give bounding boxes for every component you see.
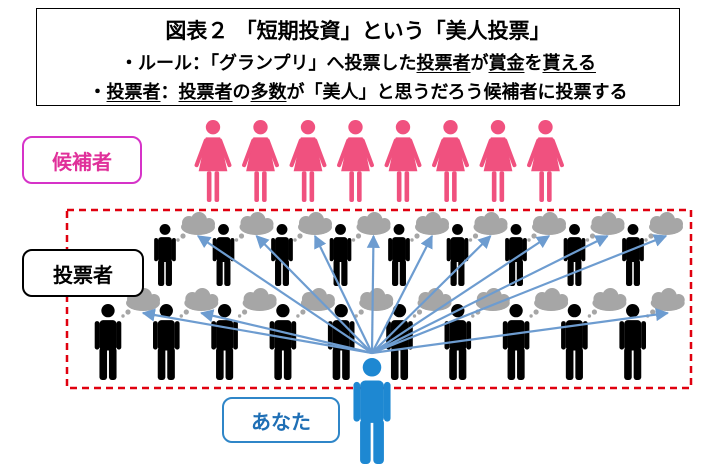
vote-arrow-10 bbox=[141, 308, 373, 355]
voter-bottom-8-person-icon bbox=[502, 304, 530, 380]
vote-arrow-5 bbox=[371, 234, 433, 354]
voter-rule-line: ・投票者：投票者の多数が「美人」と思うだろう候補者に投票する bbox=[88, 82, 628, 103]
voter-bottom-4-person-icon bbox=[269, 304, 297, 380]
voter-bottom-2-person-icon bbox=[153, 304, 180, 380]
vote-arrow-12 bbox=[371, 308, 670, 355]
candidate-1-female-person-icon bbox=[194, 120, 232, 202]
voter-bottom-10-thought-cloud-icon bbox=[646, 288, 685, 318]
voter-top-9-thought-cloud-icon bbox=[644, 212, 683, 242]
candidate-6-female-person-icon bbox=[432, 120, 469, 202]
vote-arrow-6 bbox=[371, 235, 492, 354]
voter-bottom-5-person-icon bbox=[327, 304, 355, 380]
voter-top-4-person-icon bbox=[329, 224, 352, 286]
vote-arrow-2 bbox=[255, 235, 373, 354]
voter-bottom-1-person-icon bbox=[94, 304, 122, 380]
voter-top-7-thought-cloud-icon bbox=[527, 212, 566, 242]
voter-top-4-thought-cloud-icon bbox=[351, 212, 391, 242]
vote-arrow-9 bbox=[371, 234, 668, 355]
candidate-7-female-person-icon bbox=[479, 120, 517, 202]
vote-arrow-1 bbox=[196, 235, 373, 354]
voter-bottom-2-thought-cloud-icon bbox=[179, 288, 219, 318]
you-group bbox=[353, 358, 391, 464]
voter-bottom-4-thought-cloud-icon bbox=[296, 288, 335, 318]
voter-top-2-thought-cloud-icon bbox=[234, 212, 274, 242]
voter-bottom-9-thought-cloud-icon bbox=[587, 288, 627, 318]
vote-arrow-11 bbox=[200, 309, 373, 355]
chart-title: 図表２ 「短期投資」という「美人投票」 bbox=[165, 19, 551, 43]
rule-line: ・ルール：「グランプリ」へ投票した投票者が賞金を貰える bbox=[120, 53, 596, 74]
voter-top-1-thought-cloud-icon bbox=[176, 212, 215, 242]
voter-bottom-7-thought-cloud-icon bbox=[471, 288, 510, 318]
voter-top-5-person-icon bbox=[388, 224, 410, 286]
candidate-4-female-person-icon bbox=[337, 120, 374, 202]
voter-bottom-3-thought-cloud-icon bbox=[237, 288, 277, 318]
candidate-2-female-person-icon bbox=[242, 120, 279, 202]
candidate-5-female-person-icon bbox=[384, 120, 422, 202]
candidates-group bbox=[194, 120, 564, 202]
voter-bottom-8-thought-cloud-icon bbox=[529, 288, 569, 318]
voter-bottom-9-person-icon bbox=[561, 304, 588, 380]
voter-top-2-person-icon bbox=[212, 224, 235, 286]
candidate-8-female-person-icon bbox=[527, 120, 564, 202]
vote-arrow-4 bbox=[366, 234, 380, 354]
voter-group-dashed-box bbox=[65, 208, 693, 390]
voters-group bbox=[94, 224, 646, 380]
vote-arrow-7 bbox=[371, 235, 551, 354]
voter-top-5-thought-cloud-icon bbox=[410, 212, 449, 242]
voter-top-9-person-icon bbox=[622, 224, 644, 286]
vote-arrow-3 bbox=[314, 234, 373, 354]
voter-bottom-10-person-icon bbox=[619, 304, 646, 380]
thought-clouds-group bbox=[121, 212, 685, 318]
candidate-3-female-person-icon bbox=[289, 120, 327, 202]
arrows-group bbox=[141, 234, 670, 355]
you-person-icon bbox=[353, 358, 391, 464]
voter-bottom-3-person-icon bbox=[211, 304, 238, 380]
you-label: あなた bbox=[222, 397, 340, 443]
voter-top-8-thought-cloud-icon bbox=[585, 212, 625, 242]
voter-top-1-person-icon bbox=[154, 224, 176, 286]
voter-top-6-thought-cloud-icon bbox=[468, 212, 508, 242]
vote-arrow-8 bbox=[371, 235, 609, 354]
voter-top-3-thought-cloud-icon bbox=[293, 212, 332, 242]
candidates-label: 候補者 bbox=[22, 136, 142, 184]
voters-label: 投票者 bbox=[22, 249, 144, 297]
title-box: 図表２ 「短期投資」という「美人投票」 ・ルール：「グランプリ」へ投票した投票者… bbox=[36, 8, 680, 106]
